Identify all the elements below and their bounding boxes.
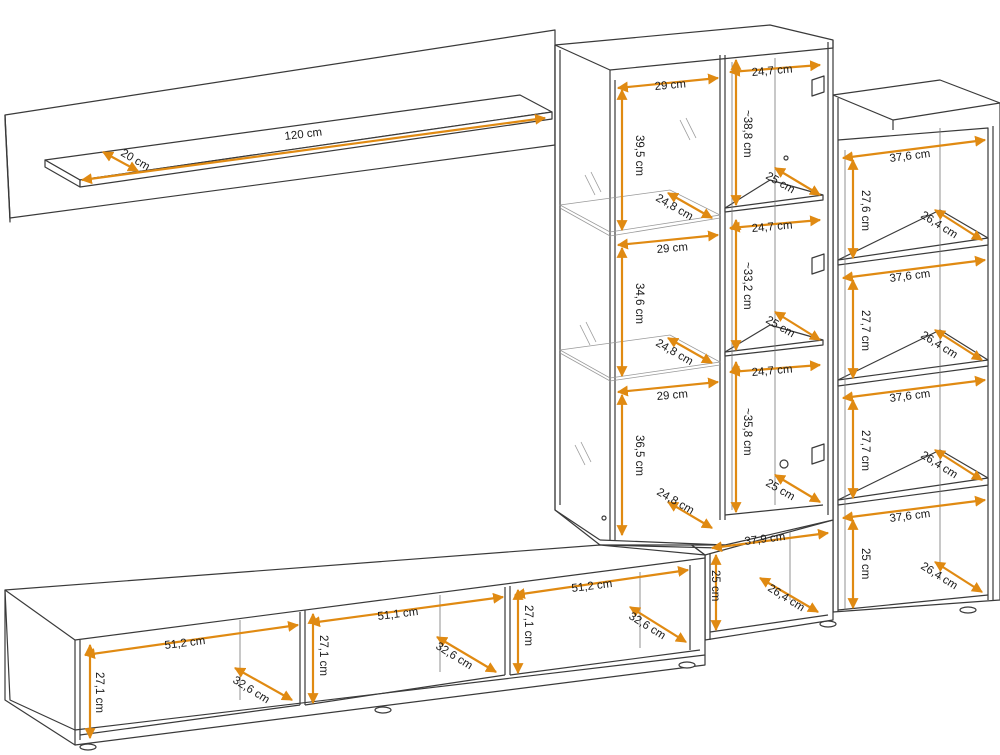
label-right-unit-height-4: 25 cm (859, 548, 871, 579)
label-low-box-width: 37,9 cm (744, 531, 786, 548)
label-cabinet-height-2: ~33,2 cm (741, 262, 753, 310)
label-vitrine-width-1: 29 cm (654, 78, 686, 93)
label-right-unit-width-4: 37,6 cm (889, 508, 931, 525)
dimension-lines (80, 58, 987, 740)
label-cabinet-height-3: ~35,8 cm (741, 408, 753, 456)
label-cabinet-width-2: 24,7 cm (751, 219, 793, 235)
label-cabinet-width-3: 24,7 cm (751, 363, 793, 379)
label-right-unit-width-1: 37,6 cm (889, 148, 931, 165)
tv-board (4, 544, 706, 751)
label-vitrine-width-3: 29 cm (656, 388, 688, 403)
label-cabinet-width-1: 24,7 cm (751, 63, 793, 79)
label-tv-width-2: 51,1 cm (377, 606, 419, 623)
label-right-unit-width-2: 37,6 cm (889, 268, 931, 285)
label-right-unit-height-2: 27,7 cm (859, 310, 871, 351)
label-cabinet-height-1: ~38,8 cm (741, 110, 753, 158)
label-tv-height-1: 27,1 cm (93, 672, 105, 713)
label-right-unit-height-1: 27,6 cm (859, 190, 871, 231)
label-low-box-height: 25 cm (709, 570, 721, 601)
label-tv-height-2: 27,1 cm (317, 635, 329, 676)
vitrine-cabinet (554, 24, 834, 549)
label-shelf-length: 120 cm (284, 126, 323, 143)
label-tv-width-1: 51,2 cm (164, 635, 206, 652)
label-right-unit-height-3: 27,7 cm (859, 430, 871, 471)
label-tv-width-3: 51,2 cm (571, 578, 613, 595)
label-vitrine-height-3: 36,5 cm (633, 435, 645, 476)
label-tv-height-3: 27,1 cm (522, 605, 534, 646)
label-vitrine-height-2: 34,6 cm (633, 283, 645, 324)
label-vitrine-width-2: 29 cm (656, 241, 688, 256)
label-vitrine-height-1: 39,5 cm (633, 135, 645, 176)
label-right-unit-width-3: 37,6 cm (889, 388, 931, 405)
